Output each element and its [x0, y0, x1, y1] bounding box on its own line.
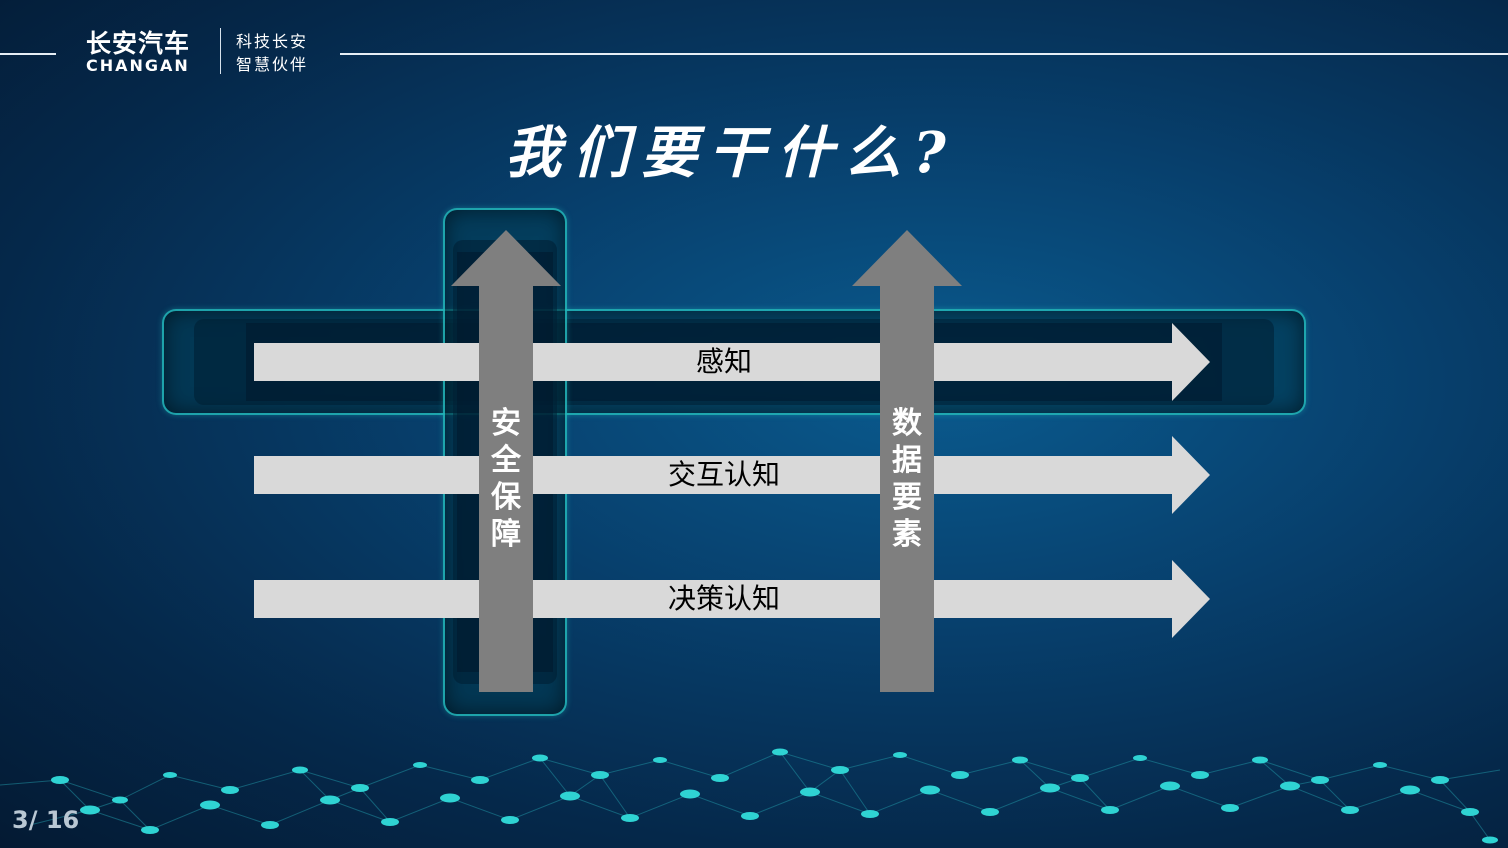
arrow-shaft [479, 285, 533, 692]
safety-assurance-label: 安 全 保 障 [479, 405, 533, 553]
label-char: 安 [491, 406, 521, 441]
label-char: 数 [892, 406, 922, 441]
brand-name-cn: 长安汽车 [86, 29, 191, 58]
safety-assurance-arrow: 安 全 保 障 [451, 230, 561, 692]
label-char: 保 [491, 480, 521, 515]
label-char: 据 [892, 443, 922, 478]
network-decoration [0, 748, 1501, 844]
arrow-shaft [880, 285, 934, 692]
interaction-cognition-label: 交互认知 [667, 458, 780, 491]
brand-slogan: 科技长安 智慧伙伴 [236, 30, 308, 76]
slide-title: 我们要干什么? [505, 120, 958, 186]
label-char: 障 [491, 517, 521, 552]
arrow-shaft [254, 456, 1174, 494]
brand-name-en: CHANGAN [86, 56, 190, 75]
arrow-head-up-icon [852, 230, 962, 286]
label-char: 全 [491, 443, 521, 478]
slogan-line-1: 科技长安 [236, 32, 309, 51]
brand-divider [220, 28, 221, 74]
arrow-head-right-icon [1172, 560, 1210, 638]
data-elements-arrow: 数 据 要 素 [852, 230, 962, 692]
header-rule-left [0, 53, 56, 55]
slogan-line-2: 智慧伙伴 [236, 55, 309, 74]
arrow-head-right-icon [1172, 323, 1210, 401]
label-char: 素 [892, 517, 922, 552]
perception-arrow [254, 323, 1214, 401]
arrow-head-right-icon [1172, 436, 1210, 514]
interaction-cognition-arrow [254, 436, 1214, 514]
decision-cognition-label: 决策认知 [667, 582, 780, 615]
arrow-shaft [254, 580, 1174, 618]
header-rule-right [340, 53, 1508, 55]
arrow-shaft [254, 343, 1174, 381]
perception-label: 感知 [695, 345, 752, 378]
arrow-head-up-icon [451, 230, 561, 286]
brand-logo: 长安汽车 CHANGAN [86, 30, 206, 74]
page-indicator: 3/ 16 [12, 806, 80, 834]
data-elements-label: 数 据 要 素 [880, 405, 934, 553]
decision-cognition-arrow [254, 560, 1214, 638]
label-char: 要 [892, 480, 922, 515]
